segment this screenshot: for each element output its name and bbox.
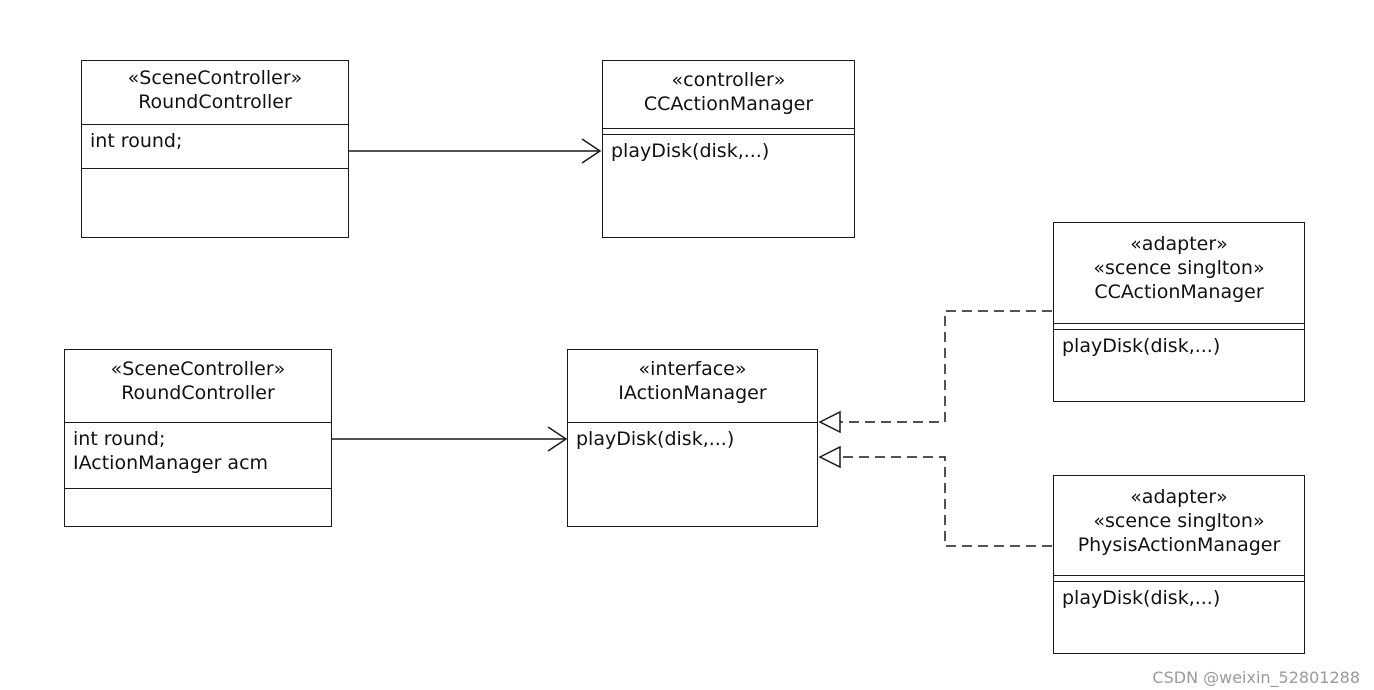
class-physis-action-manager-adapter: «adapter» «scence singlton» PhysisAction… xyxy=(1053,475,1305,654)
stereotype-label: «SceneController» xyxy=(110,358,286,380)
class-name: CCActionManager xyxy=(643,93,814,115)
operations-section: playDisk(disk,...) xyxy=(568,422,817,526)
class-header: «SceneController» RoundController xyxy=(65,350,331,422)
watermark: CSDN @weixin_52801288 xyxy=(1152,668,1360,687)
class-name: CCActionManager xyxy=(1094,281,1264,303)
stereotype-label: «adapter» xyxy=(1130,486,1228,508)
class-cc-action-manager-adapter: «adapter» «scence singlton» CCActionMana… xyxy=(1053,222,1305,402)
attribute: int round; xyxy=(73,428,166,450)
attributes-section: int round; IActionManager acm xyxy=(65,422,331,488)
stereotype-label: «interface» xyxy=(638,358,747,380)
operation: playDisk(disk,...) xyxy=(1062,587,1221,609)
attributes-section: int round; xyxy=(82,124,348,168)
attributes-section xyxy=(1054,323,1304,329)
realization-physis-adapter xyxy=(818,445,1052,547)
operation: playDisk(disk,...) xyxy=(611,140,770,162)
stereotype-label: «controller» xyxy=(671,69,786,91)
stereotype-label: «adapter» xyxy=(1130,233,1228,255)
realization-cc-adapter xyxy=(818,310,1052,434)
attributes-section xyxy=(603,128,854,134)
attributes-section xyxy=(1054,575,1304,581)
association-bottom xyxy=(332,426,568,452)
class-header: «SceneController» RoundController xyxy=(82,61,348,124)
operation: playDisk(disk,...) xyxy=(576,428,735,450)
class-header: «interface» IActionManager xyxy=(568,350,817,422)
class-header: «controller» CCActionManager xyxy=(603,61,854,128)
stereotype-label: «SceneController» xyxy=(127,67,303,89)
stereotype-label-2: «scence singlton» xyxy=(1093,510,1265,532)
stereotype-label-2: «scence singlton» xyxy=(1093,257,1265,279)
association-top xyxy=(349,138,602,164)
operations-section: playDisk(disk,...) xyxy=(603,134,854,237)
attribute: int round; xyxy=(90,130,183,152)
class-round-controller-bottom: «SceneController» RoundController int ro… xyxy=(64,349,332,527)
operation: playDisk(disk,...) xyxy=(1062,335,1221,357)
class-iaction-manager: «interface» IActionManager playDisk(disk… xyxy=(567,349,818,527)
class-round-controller-top: «SceneController» RoundController int ro… xyxy=(81,60,349,238)
operations-section xyxy=(65,488,331,526)
class-name: PhysisActionManager xyxy=(1077,534,1281,556)
class-name: IActionManager xyxy=(618,382,767,404)
class-cc-action-manager-top: «controller» CCActionManager playDisk(di… xyxy=(602,60,855,238)
operations-section: playDisk(disk,...) xyxy=(1054,329,1304,401)
operations-section: playDisk(disk,...) xyxy=(1054,581,1304,653)
class-name: RoundController xyxy=(138,91,292,113)
class-header: «adapter» «scence singlton» PhysisAction… xyxy=(1054,476,1304,575)
class-header: «adapter» «scence singlton» CCActionMana… xyxy=(1054,223,1304,323)
class-name: RoundController xyxy=(121,382,275,404)
attribute: IActionManager acm xyxy=(73,452,269,474)
operations-section xyxy=(82,168,348,237)
